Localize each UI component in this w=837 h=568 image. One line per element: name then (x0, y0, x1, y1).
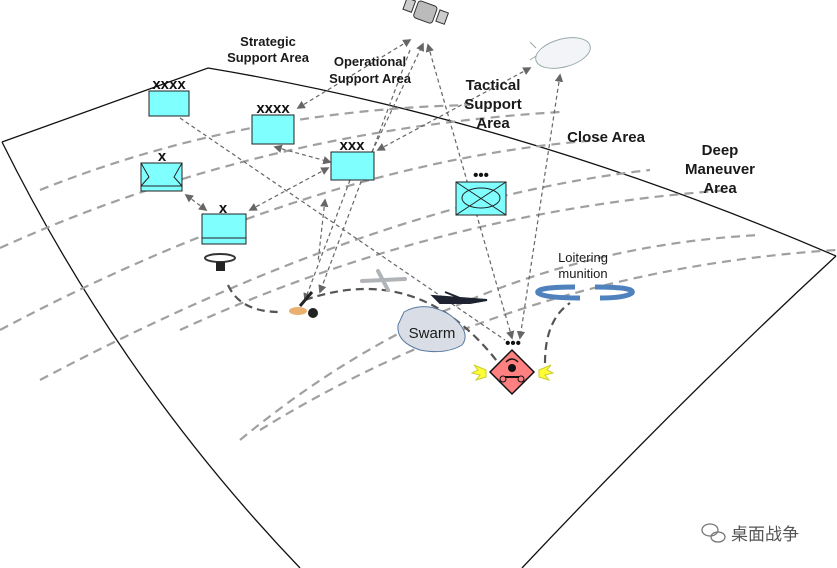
quadcopter-drone-icon (204, 253, 236, 271)
unit-army-group-2[interactable]: xxxx (251, 100, 295, 145)
satellite-icon (402, 0, 450, 25)
airship-icon (529, 37, 591, 69)
swarm-area: Swarm (397, 306, 466, 353)
unit-army-group-1[interactable]: xxxx (148, 76, 190, 117)
unit-armored-platoon[interactable]: ••• (455, 167, 507, 216)
link-arrows (179, 39, 564, 341)
svg-text:Swarm: Swarm (409, 325, 456, 342)
svg-text:桌面战争: 桌面战争 (731, 525, 799, 545)
uav-icon (360, 269, 407, 292)
svg-text:•••: ••• (505, 335, 521, 352)
svg-text:xxxx: xxxx (152, 76, 186, 93)
wechat-icon (701, 523, 726, 543)
unit-brigade-1[interactable]: x (140, 148, 183, 192)
zone-label-close: Close Area (567, 129, 645, 146)
svg-text:x: x (158, 148, 167, 165)
svg-text:xxxx: xxxx (256, 100, 290, 117)
fighter-jet-icon (430, 291, 488, 304)
svg-text:xxx: xxx (339, 137, 365, 154)
artillery-launch-icon (289, 291, 318, 318)
fires-trajectories (226, 284, 571, 366)
unit-corps[interactable]: xxx (330, 137, 375, 181)
unit-brigade-2[interactable]: x (201, 200, 247, 245)
enemy-unit-target[interactable]: ••• (470, 335, 555, 396)
svg-text:x: x (219, 200, 228, 217)
svg-text:•••: ••• (473, 167, 489, 184)
watermark: 桌面战争 (701, 523, 799, 545)
loitering-orbit-icon (535, 284, 635, 301)
